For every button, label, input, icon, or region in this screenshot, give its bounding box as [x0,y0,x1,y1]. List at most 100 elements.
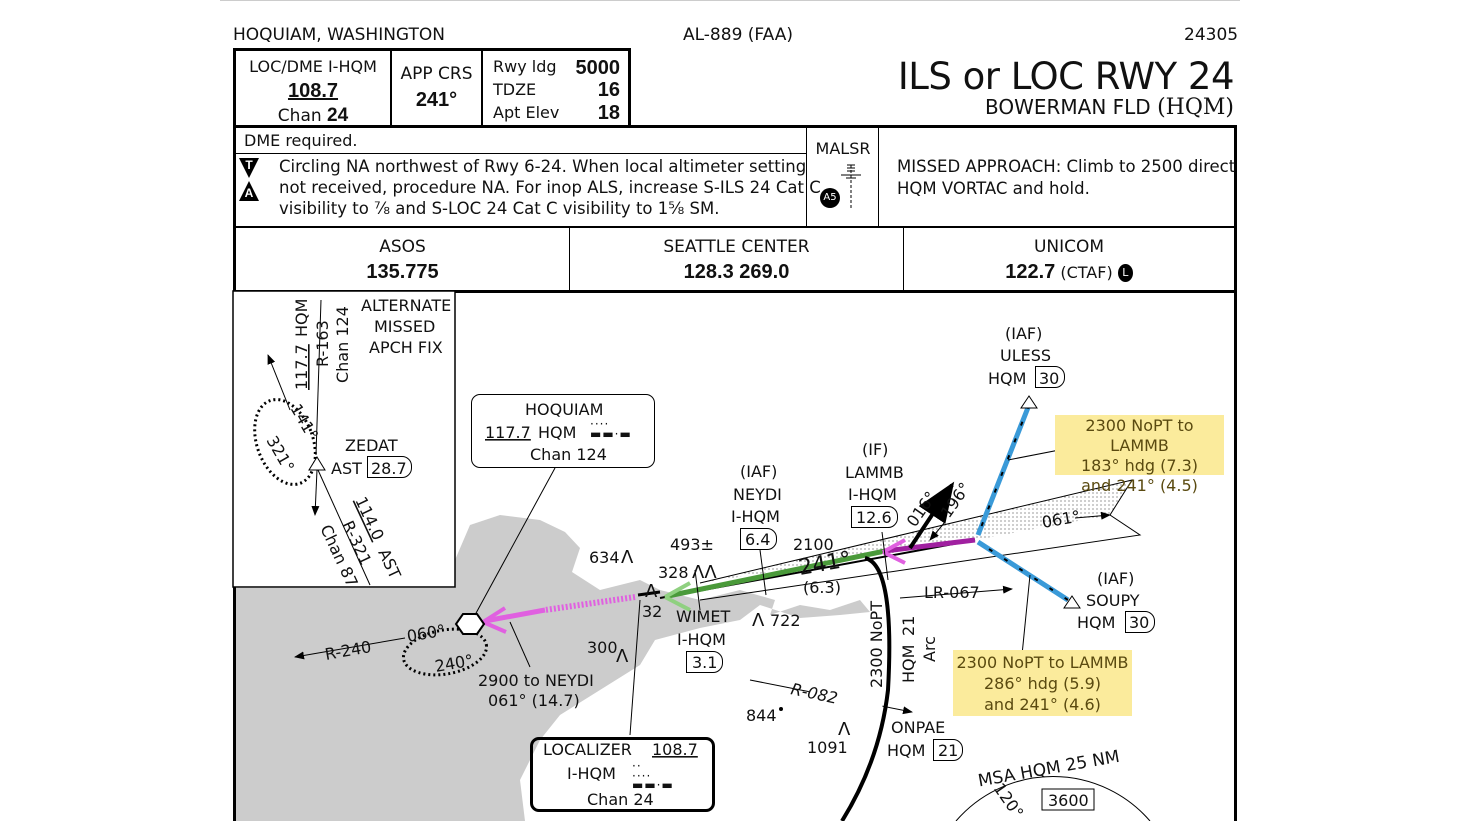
note-line-2: not received, procedure NA. For inop ALS… [279,178,821,197]
soupy-fix-icon [1063,595,1081,609]
uless-note-line: 183° hdg (7.3) [1080,456,1199,475]
chan-label: Chan [277,106,322,126]
lighting-badge: L [1117,264,1133,282]
soupy-nav: HQM [1077,613,1115,632]
lammb-name: LAMMB [845,463,904,482]
obstacle-dot [779,707,783,711]
loc-box-freq: 108.7 [652,740,698,759]
inset-fix: ZEDAT [345,436,398,455]
plan-labels: HOQUIAM 117.7 HQM Chan 124 LOCALIZER 108… [263,296,1150,821]
inset-box [232,290,456,588]
uless-type: (IAF) [1005,324,1042,343]
inset-chan124: Chan 124 [333,306,352,383]
vortac-box-id: HQM [538,423,576,442]
inset-hqm-id: HQM [292,299,311,337]
procedure-turn-outbound [908,481,955,550]
soupy-type: (IAF) [1097,569,1134,588]
dme-note: DME required. [244,131,358,150]
miss-note-1: 2900 to NEYDI [478,671,594,690]
miss-note-leader [509,621,531,668]
apt-elev-label: Apt Elev [493,103,560,122]
airport-id: (HQM) [1157,95,1234,120]
inset-title-2: MISSED [374,317,435,336]
onpae-name: ONPAE [891,718,945,737]
soupy-note-line: and 241° (4.6) [984,695,1101,714]
dme-arc [840,556,892,821]
uless-fix-icon [1020,395,1038,409]
r082-label: R-082 [789,679,839,707]
vortac-box-freq: 117.7 [485,423,531,442]
loc-morse-icon: ······▬▬·▬ [632,759,674,793]
briefing-strip: LOC/DME I-HQM 108.7 Chan 24 APP CRS 241°… [233,48,631,128]
apt-elev-value: 18 [597,102,620,124]
lammb-type: (IF) [862,440,888,459]
zedat-fix-icon [308,456,326,471]
green-arrowhead [664,581,691,612]
inset-hqm-freq: 117.7 [292,344,311,390]
runway-number: 32 [642,602,662,621]
uless-note-line: 2300 NoPT to LAMMB [1085,416,1194,455]
rwy-ldg-value: 5000 [575,57,621,79]
r082-line [749,679,913,715]
arc-nav: HQM [899,645,918,683]
obstacle-634: 634 [589,548,620,567]
uless-nav: HQM [988,369,1026,388]
lighting-cell: MALSR A5 [806,128,879,226]
page-title: ILS or LOC RWY 24 [897,55,1235,98]
neydi-dme: 6.4 [745,530,770,549]
cycle: 24305 [1184,25,1239,45]
arc-dme: 21 [899,616,918,636]
comm-freq: 128.3 269.0 [683,261,790,283]
inset-title-1: ALTERNATE [361,296,451,315]
loc-box-leader [629,599,641,736]
msa-alt-box [1041,788,1095,811]
rwy-ldg-label: Rwy ldg [493,57,557,76]
comm-extra: (CTAF) [1060,263,1113,282]
missed-approach-line-1: MISSED APPROACH: Climb to 2500 direct [897,157,1236,176]
dme-box-lammb [851,506,898,528]
loc-back-course-arrow [1074,511,1111,520]
airport-name-text: BOWERMAN FLD [984,95,1151,119]
inset-fix-nav: AST [331,459,362,478]
comm-name: UNICOM [1033,237,1105,257]
location: HOQUIAM, WASHINGTON [233,25,445,45]
lr067-line [899,585,1013,599]
msa-sector: 120° [990,779,1028,821]
comm-name: ASOS [379,237,426,257]
soupy-feeder [976,539,1070,603]
wimet-name: WIMET [676,607,730,626]
runway [637,590,661,597]
final-course-green [667,548,886,599]
neydi-tick [759,549,767,596]
loc-box-id: I-HQM [567,764,616,783]
soupy-note-line: 286° hdg (5.9) [983,674,1102,693]
comm-name: SEATTLE CENTER [663,237,810,257]
comm-freq-row: 122.7 (CTAF) L [904,262,1234,282]
msa-alt: 3600 [1048,791,1089,810]
a5-badge: A5 [820,188,840,208]
comm-center: SEATTLE CENTER 128.3 269.0 [570,226,904,290]
inset-arrow-up [267,354,291,411]
land-mass [236,515,870,821]
soupy-note-line: 2300 NoPT to LAMMB [956,653,1129,672]
loc-box-chan: Chan 24 [587,790,654,809]
comm-freq: 122.7 [1005,261,1056,283]
loc-channel: Chan 24 [236,106,390,125]
approach-light-icon [841,164,861,208]
intermediate-course-magenta [884,537,976,554]
app-crs-cell: APP CRS 241° [392,51,483,128]
inset-r163: R-163 [313,320,332,367]
obstacle-844: 844 [746,706,777,725]
inset-fix-dme: 28.7 [371,459,407,478]
inset-title-3: APCH FIX [369,338,443,357]
inset-r163-line [315,299,322,456]
obstacle-328: 328 [658,563,689,582]
dme-box-neydi [740,528,777,550]
final-alt: 2100 [793,535,834,554]
notes-band: DME required. T A Circling NA northwest … [233,125,1237,228]
missed-approach-line-2: HQM VORTAC and hold. [897,179,1090,198]
arc-label: Arc [920,636,939,662]
loc-frequency: 108.7 [287,80,339,102]
tdze-value: 16 [597,79,620,101]
